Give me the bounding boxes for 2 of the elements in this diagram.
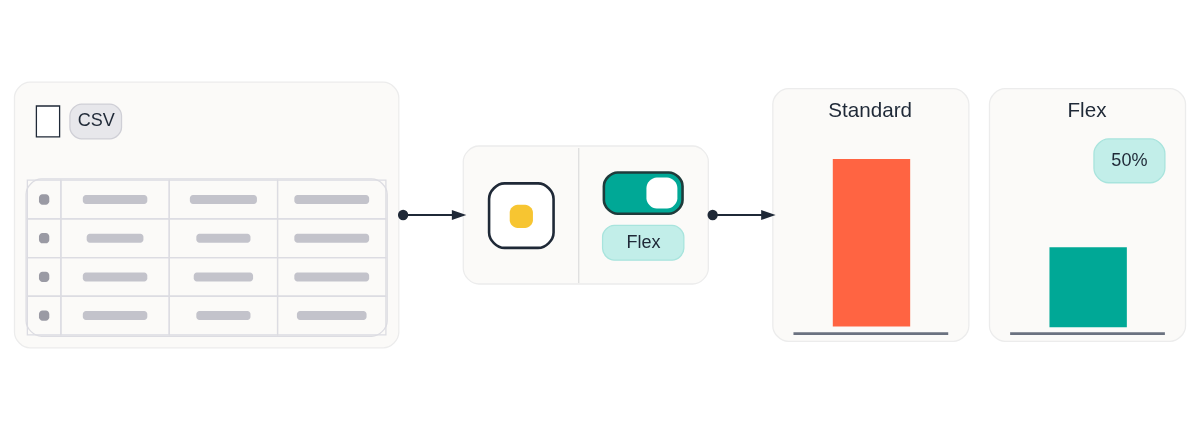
arrow <box>707 209 776 220</box>
arrow <box>397 209 467 220</box>
